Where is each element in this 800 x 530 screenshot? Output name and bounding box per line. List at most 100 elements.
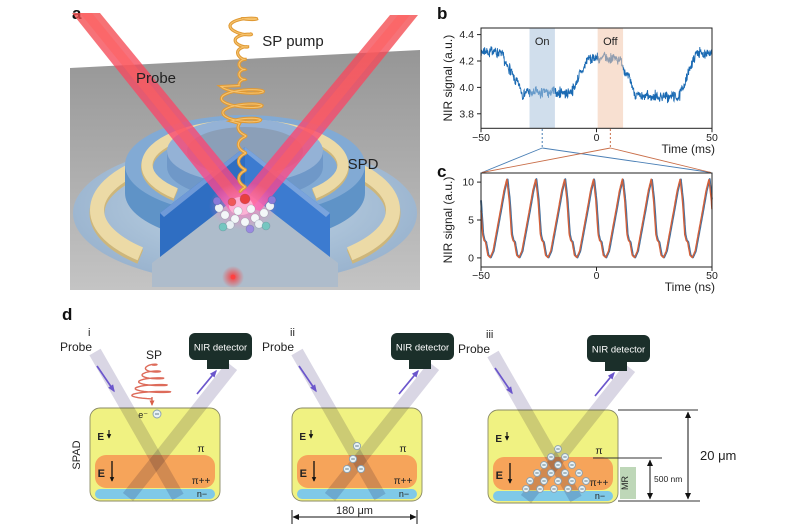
spd-label: SPD bbox=[348, 156, 379, 173]
nanoparticle bbox=[218, 222, 228, 232]
connector-line bbox=[481, 147, 543, 173]
e-field-strong-label: E bbox=[98, 468, 105, 480]
probe-in-arrow bbox=[494, 367, 513, 395]
nanoparticle bbox=[246, 204, 256, 214]
sp-coil bbox=[131, 363, 172, 400]
x-tick-label: 50 bbox=[706, 270, 718, 282]
probe-out-arrow bbox=[594, 371, 615, 397]
subpanel-ii: ii Probe NIR detector E E π π++ n− bbox=[262, 327, 454, 524]
nir-detector-box bbox=[587, 335, 650, 362]
electron-label: e⁻ bbox=[138, 410, 148, 420]
nanoparticle bbox=[230, 214, 240, 224]
probe-out-arrow bbox=[196, 369, 217, 395]
numeral-i: i bbox=[88, 327, 90, 339]
e-field-strong-label: E bbox=[300, 468, 307, 480]
panel-d-schematics: i Probe SPAD NIR detector SP e⁻ E E bbox=[60, 327, 736, 524]
y-axis-label: NIR signal (a.u.) bbox=[441, 177, 455, 264]
x-tick-label: 50 bbox=[706, 132, 718, 144]
zoom-connector-lines bbox=[481, 129, 712, 173]
panel-a-illustration: Probe SP pump SPD bbox=[70, 13, 420, 290]
y-tick-label: 10 bbox=[462, 177, 474, 189]
e-field-weak-label: E bbox=[97, 432, 104, 443]
e-field-strong-label: E bbox=[496, 470, 503, 482]
subpanel-i: i Probe SPAD NIR detector SP e⁻ E E bbox=[60, 327, 252, 502]
nanoparticle bbox=[267, 195, 277, 205]
pi-pp-label: π++ bbox=[590, 478, 609, 489]
nir-detector-box bbox=[189, 333, 252, 360]
nir-detector-label: NIR detector bbox=[194, 343, 247, 354]
nanoparticle bbox=[220, 210, 230, 220]
y-tick-label: 4.4 bbox=[459, 29, 474, 41]
nir-trace-off bbox=[480, 178, 713, 259]
panel-d-label: d bbox=[62, 305, 73, 324]
pi-pp-label: π++ bbox=[192, 476, 211, 487]
probe-beam-right-core bbox=[242, 15, 410, 207]
probe-beam-left-core bbox=[80, 13, 248, 207]
dim-height-label: 20 μm bbox=[700, 448, 736, 463]
probe-in-arrow bbox=[96, 365, 115, 393]
probe-beam-out bbox=[122, 362, 238, 501]
probe-beam-out bbox=[324, 362, 440, 501]
y-tick-label: 4.2 bbox=[459, 55, 474, 67]
sp-pump-spiral bbox=[216, 16, 266, 194]
x-tick-label: −50 bbox=[472, 132, 490, 144]
y-tick-label: 0 bbox=[468, 252, 474, 264]
probe-in-arrow bbox=[298, 365, 317, 393]
pump-band-off bbox=[597, 28, 624, 129]
x-axis-label: Time (ns) bbox=[665, 280, 715, 294]
nir-detector-box bbox=[391, 333, 454, 360]
probe-label: Probe bbox=[458, 342, 490, 356]
photo-electron bbox=[152, 409, 162, 419]
pi-label: π bbox=[399, 443, 406, 455]
dim-mr-label: 500 nm bbox=[654, 474, 682, 484]
x-tick-label: 0 bbox=[594, 132, 600, 144]
x-axis-label: Time (ms) bbox=[661, 142, 715, 156]
panel-c-label: c bbox=[437, 162, 447, 181]
probe-label: Probe bbox=[262, 340, 294, 354]
probe-label: Probe bbox=[136, 70, 176, 87]
nir-detector-label: NIR detector bbox=[396, 343, 449, 354]
nir-detector-tab bbox=[605, 361, 627, 371]
nir-detector-label: NIR detector bbox=[592, 345, 645, 356]
pump-band-on bbox=[529, 28, 555, 129]
probe-beam-out bbox=[520, 364, 636, 503]
y-axis-label: NIR signal (a.u.) bbox=[441, 35, 455, 122]
pump-band-label: Off bbox=[603, 36, 618, 48]
nanoparticle bbox=[212, 196, 222, 206]
panel-b-label: b bbox=[437, 4, 448, 23]
nanoparticle-cluster bbox=[212, 193, 277, 234]
n-minus-label: n− bbox=[197, 489, 207, 499]
e-field-weak-label: E bbox=[495, 434, 502, 445]
nir-detector-tab bbox=[409, 359, 431, 369]
nanoparticle bbox=[261, 221, 271, 231]
nanoparticle bbox=[245, 224, 255, 234]
nanoparticle bbox=[239, 193, 251, 205]
subpanel-iii: iii Probe NIR detector E E π π++ n− MR bbox=[458, 329, 736, 504]
pi-pp-label: π++ bbox=[394, 476, 413, 487]
spad-label: SPAD bbox=[71, 440, 83, 469]
connector-line bbox=[542, 147, 712, 173]
n-minus-label: n− bbox=[595, 491, 605, 501]
sp-pump-label: SP pump bbox=[262, 33, 323, 50]
n-minus-label: n− bbox=[399, 489, 409, 499]
nanoparticle bbox=[227, 197, 237, 207]
dim-width-label: 180 μm bbox=[336, 505, 373, 517]
sp-label: SP bbox=[146, 348, 162, 362]
probe-out-arrow bbox=[398, 369, 419, 395]
pi-label: π bbox=[197, 443, 204, 455]
nanoparticle bbox=[259, 208, 269, 218]
e-field-weak-label: E bbox=[299, 432, 306, 443]
drifting-electrons bbox=[342, 441, 366, 474]
pi-label: π bbox=[595, 445, 602, 457]
pump-band-label: On bbox=[535, 36, 550, 48]
y-tick-label: 3.8 bbox=[459, 108, 474, 120]
x-tick-label: −50 bbox=[472, 270, 490, 282]
nanoparticle bbox=[250, 213, 260, 223]
sp-spiral bbox=[131, 363, 172, 400]
nanoparticle bbox=[240, 217, 250, 227]
x-tick-label: 0 bbox=[594, 270, 600, 282]
y-tick-label: 5 bbox=[468, 215, 474, 227]
